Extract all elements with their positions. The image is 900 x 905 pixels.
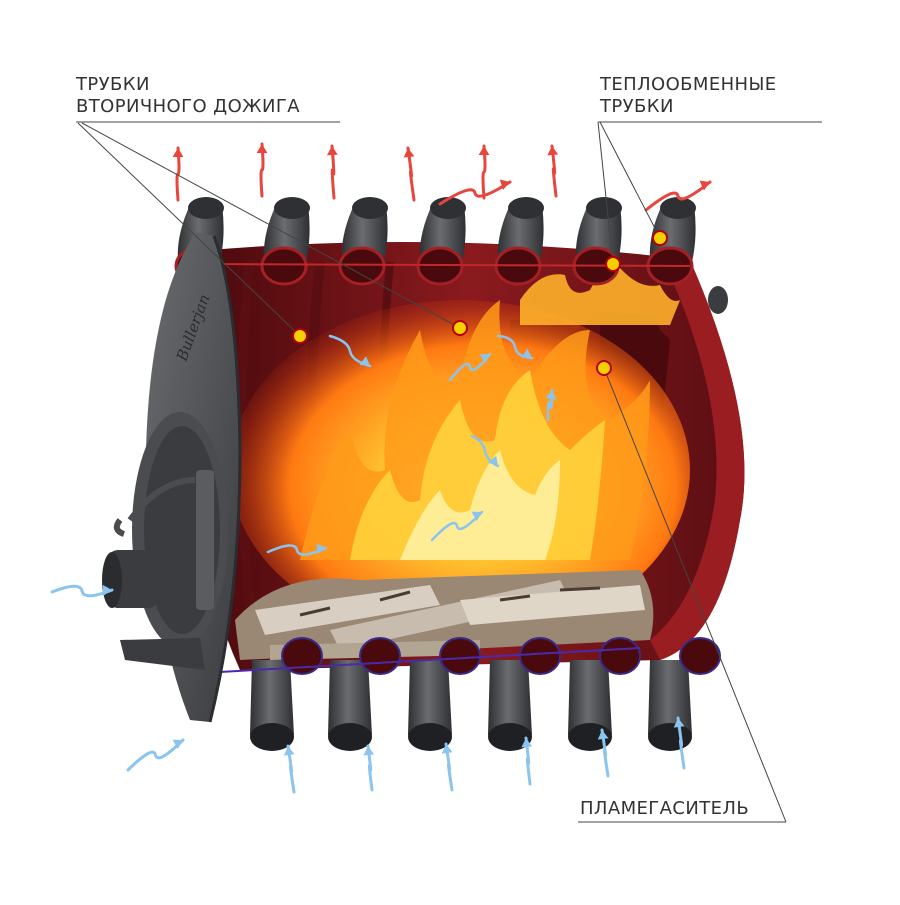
gas-flow-arrow-5: [545, 388, 557, 422]
upper-tube-4: [416, 197, 466, 286]
leader-secondary-2: [81, 122, 461, 329]
cold-air-arrow-7: [597, 728, 610, 778]
gas-flow-arrow-1: [266, 543, 328, 556]
hot-air-arrow-3: [326, 144, 338, 200]
lower-tube-3: [408, 637, 481, 751]
label-secondary-burn-tubes: ТРУБКИ ВТОРИЧНОГО ДОЖИГА: [76, 74, 300, 118]
hot-air-arrow-4: [403, 146, 416, 202]
hot-air-arrow-1: [172, 146, 184, 202]
leader-secondary-1: [77, 122, 301, 337]
upper-tube-3: [338, 197, 388, 286]
marker-flame-arrester: [596, 360, 612, 376]
lower-tube-4: [488, 637, 561, 751]
label-secondary-line-2: ВТОРИЧНОГО ДОЖИГА: [76, 96, 300, 117]
leader-lines: [76, 121, 822, 823]
label-heat-exchange-tubes: ТЕПЛООБМЕННЫЕ ТРУБКИ: [600, 74, 777, 118]
gas-flow-arrow-4: [470, 434, 500, 468]
gas-flow-arrow-6: [328, 334, 372, 368]
label-flame-line-1: ПЛАМЕГАСИТЕЛЬ: [580, 798, 750, 819]
marker-heat-1: [605, 256, 621, 272]
upper-tube-7: [646, 197, 696, 286]
leader-heat-1: [597, 121, 614, 265]
leader-heat-2: [599, 121, 661, 239]
firebox-door: [102, 412, 228, 670]
label-heat-line-1: ТЕПЛООБМЕННЫЕ: [600, 74, 777, 95]
lower-convection-tubes: [219, 637, 721, 751]
upper-tube-5: [494, 197, 544, 286]
cold-air-arrow-3: [283, 744, 296, 794]
marker-secondary-1: [292, 328, 308, 344]
lower-tube-2: [328, 637, 401, 751]
cold-air-arrow-2: [126, 738, 185, 772]
cold-air-flows: [50, 584, 686, 794]
hot-air-arrow-7: [644, 180, 712, 212]
cold-air-arrow-1: [50, 584, 114, 598]
upper-tube-6: [572, 197, 622, 286]
lower-tube-5: [568, 637, 641, 751]
cold-air-arrow-4: [363, 744, 375, 792]
gas-flow-arrow-7: [496, 334, 534, 360]
gas-flow-arrow-2: [430, 510, 484, 542]
fire: [230, 268, 690, 640]
hot-air-flows: [172, 142, 712, 212]
internal-gas-flows: [266, 334, 557, 556]
cold-air-arrow-8: [673, 716, 686, 770]
hot-air-arrow-2: [256, 142, 268, 198]
label-heat-line-2: ТРУБКИ: [600, 96, 674, 117]
callout-markers: [292, 230, 668, 376]
hot-air-arrow-6: [547, 144, 559, 198]
leader-flame: [603, 367, 787, 823]
hot-air-arrow-5: [478, 144, 490, 200]
lower-tube-1: [250, 637, 323, 751]
cold-air-arrow-5: [441, 742, 454, 792]
marker-heat-2: [652, 230, 668, 246]
hot-air-arrow-8: [438, 179, 512, 206]
upper-tube-2: [260, 197, 310, 286]
marker-secondary-2: [452, 320, 468, 336]
label-secondary-line-1: ТРУБКИ: [76, 74, 150, 95]
cold-air-arrow-6: [521, 736, 533, 786]
gas-flow-arrow-3: [448, 352, 492, 382]
label-flame-arrester: ПЛАМЕГАСИТЕЛЬ: [580, 798, 749, 820]
